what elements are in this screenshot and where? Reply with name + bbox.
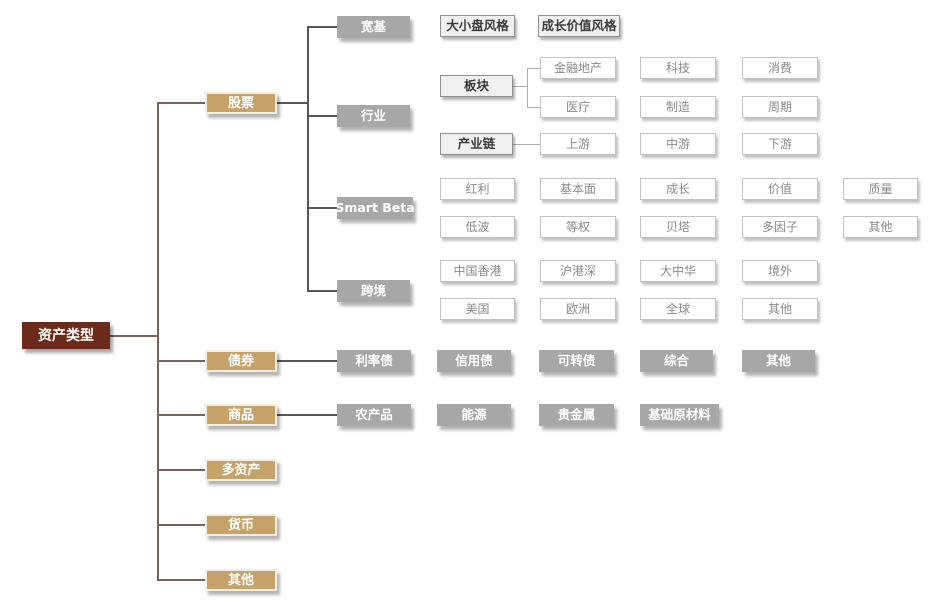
node-multi-asset: 多资产	[205, 459, 277, 481]
node-europe: 欧洲	[540, 298, 616, 320]
connector-multi-asset	[157, 469, 205, 471]
connector-healthcare	[527, 107, 540, 108]
node-sector: 板块	[440, 75, 513, 97]
node-downstream: 下游	[742, 133, 818, 155]
node-cross-border-other: 其他	[742, 298, 818, 320]
node-dividend: 红利	[440, 178, 515, 200]
node-smart-beta: Smart Beta	[335, 197, 415, 219]
node-low-volatility: 低波	[440, 216, 515, 238]
node-size-style: 大小盘风格	[440, 15, 515, 37]
node-bond-other: 其他	[742, 350, 815, 372]
node-usa: 美国	[440, 298, 515, 320]
node-hong-kong-china: 中国香港	[440, 260, 515, 282]
node-midstream: 中游	[640, 133, 716, 155]
node-precious-metals: 贵金属	[539, 404, 614, 426]
connector-industry	[307, 115, 337, 117]
node-agricultural: 农产品	[337, 404, 411, 426]
node-technology: 科技	[640, 57, 716, 79]
connector-cross-border	[307, 290, 337, 292]
node-multi-factor: 多因子	[742, 216, 818, 238]
node-quality: 质量	[843, 178, 918, 200]
node-stock: 股票	[205, 92, 277, 114]
connector-smart-beta	[307, 207, 337, 209]
node-fundamental: 基本面	[540, 178, 616, 200]
node-smart-beta-other: 其他	[843, 216, 918, 238]
node-currency: 货币	[205, 514, 277, 536]
node-industry-chain: 产业链	[440, 133, 513, 155]
node-shanghai-hk-shenzhen: 沪港深	[540, 260, 616, 282]
connector-root-trunk	[110, 335, 157, 337]
node-beta: 贝塔	[640, 216, 716, 238]
node-industry: 行业	[337, 105, 410, 127]
node-other-asset: 其他	[205, 569, 277, 591]
node-consumer: 消费	[742, 57, 818, 79]
node-upstream: 上游	[540, 133, 616, 155]
connector-sector-elbow	[527, 68, 528, 107]
connector-stock-subtrunk	[277, 102, 307, 104]
connector-upstream	[513, 144, 540, 145]
connector-sector-stub	[513, 86, 527, 87]
node-global: 全球	[640, 298, 716, 320]
connector-interest-rate-bond	[277, 360, 337, 362]
node-energy: 能源	[437, 404, 511, 426]
node-overseas: 境外	[742, 260, 818, 282]
node-greater-china: 大中华	[640, 260, 716, 282]
connector-other	[157, 579, 205, 581]
connector-commodity	[157, 414, 205, 416]
connector-bond	[157, 360, 205, 362]
connector-subtrunk	[307, 27, 309, 291]
node-manufacturing: 制造	[640, 96, 716, 118]
node-growth: 成长	[640, 178, 716, 200]
connector-agricultural	[277, 414, 337, 416]
connector-financial-real-estate	[527, 68, 540, 69]
connector-currency	[157, 524, 205, 526]
node-cross-border: 跨境	[337, 280, 410, 302]
node-financial-real-estate: 金融地产	[540, 57, 616, 79]
node-broad-base: 宽基	[337, 16, 410, 38]
node-value: 价值	[742, 178, 818, 200]
node-commodity: 商品	[205, 404, 277, 426]
connector-trunk	[157, 103, 159, 580]
node-credit-bond: 信用债	[437, 350, 511, 372]
node-bond: 债券	[205, 350, 277, 372]
connector-broad-base	[307, 26, 337, 28]
node-basic-materials: 基础原材料	[640, 404, 719, 426]
node-convertible-bond: 可转债	[539, 350, 614, 372]
node-interest-rate-bond: 利率债	[337, 350, 411, 372]
node-cyclical: 周期	[742, 96, 818, 118]
node-growth-value-style: 成长价值风格	[538, 15, 620, 37]
node-asset-type: 资产类型	[22, 322, 110, 349]
node-healthcare: 医疗	[540, 96, 616, 118]
node-composite-bond: 综合	[640, 350, 713, 372]
connector-stock	[157, 102, 205, 104]
node-equal-weight: 等权	[540, 216, 616, 238]
